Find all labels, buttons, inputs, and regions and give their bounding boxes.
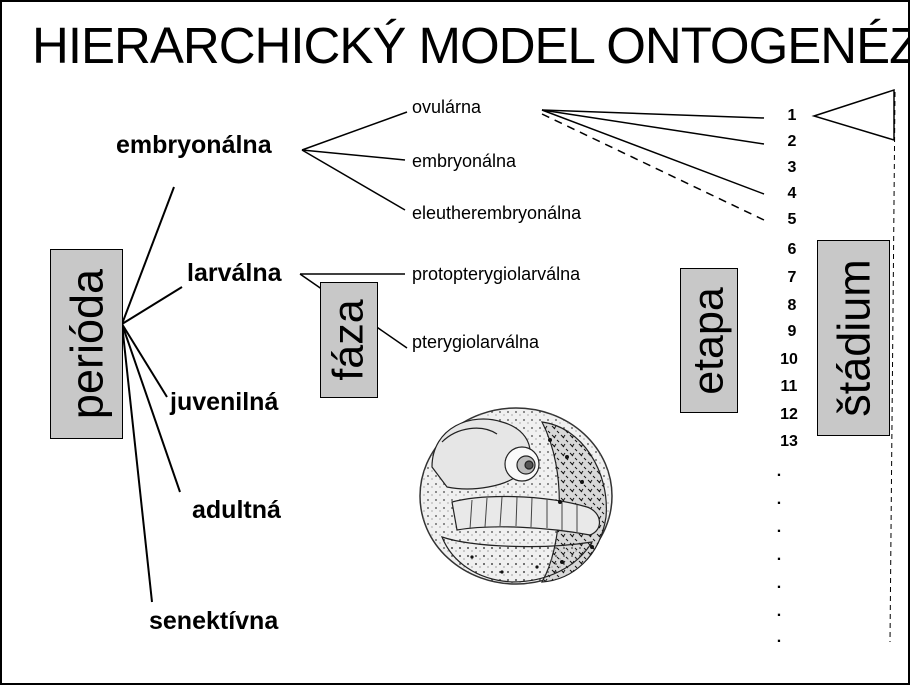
embryo-drawing xyxy=(420,408,612,584)
